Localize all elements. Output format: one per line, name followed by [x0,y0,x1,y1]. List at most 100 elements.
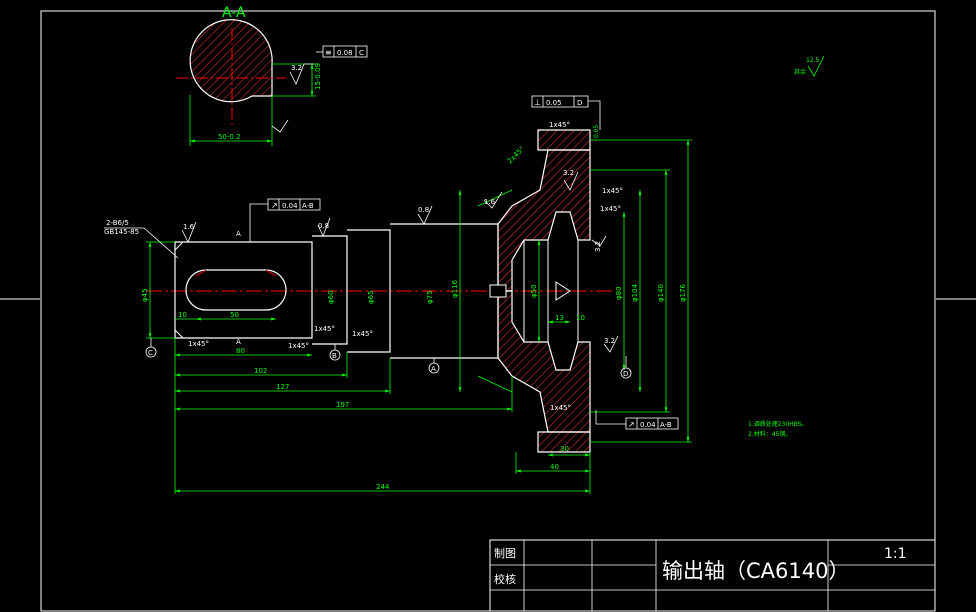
shaft-segment-1-chamfer [174,241,184,339]
dimensions: 80 102 127 197 244 50 10 40 30 13 10 φ45… [104,121,692,494]
dim-dia65: φ65 [367,290,375,304]
rough-sym-5 [483,191,503,209]
rough-2: 0.8 [318,222,329,230]
rough-1: 1.6 [183,223,195,231]
dim-dia116: φ116 [451,279,459,298]
tol-top-symbol: ⊥ [534,98,541,107]
rough-sym-7 [591,235,607,247]
section-rough-symbol [289,63,314,85]
tol-frame-top [531,95,589,108]
section-mark-a-bottom: A [236,338,241,346]
rough-sym-6 [603,335,619,353]
rough-4: 0.8 [418,206,429,214]
keyway-dash [195,269,277,277]
chamfer-2: 1x45° [288,342,309,350]
keyway-slot [185,269,287,311]
dim-10b: 10 [576,314,585,322]
section-rough-text: 3.2 [291,64,302,72]
shaft-segment-2 [312,235,348,345]
dim-dia104: φ104 [631,283,639,302]
rough-8: 12.5 [806,57,820,64]
datum-d: D [623,370,628,378]
rough-sym-2 [317,217,331,238]
dim-dia80: φ80 [615,286,623,300]
shaft-view [146,129,612,453]
rough-remaining: 其余 [794,68,806,76]
dim-13: 13 [555,314,564,322]
tol-shaft-leader [249,203,268,242]
chamfer-3: 1x45° [314,325,335,333]
dim-30: 30 [560,445,569,453]
section-view: A-A 50-0.2 15-0.09 0.08 C ≡ 3.2 [176,5,368,146]
tb-checked: 校核 [494,572,516,586]
spline-text: 2-B6/5 [106,219,129,227]
dim-10: 10 [178,311,187,319]
slope-text: 2x45° [506,145,527,166]
tol-gear-symbol: ↗ [628,420,635,429]
tol-gear-value: 0.04 [640,421,656,429]
section-tol-symbol: ≡ [325,48,332,57]
dim-dia75: φ75 [426,290,434,304]
datum-b: B [332,352,337,360]
tol-gear-leader [595,410,626,425]
dim-50: 50 [230,311,239,319]
spline-leader [104,227,179,259]
dim-dia50: φ50 [530,284,538,298]
tol-shaft-value: 0.04 [282,202,298,210]
tb-outer [489,539,936,612]
section-depth-text: 15-0.09 [314,63,322,90]
dim-dia45: φ45 [141,288,149,302]
tol-top-note: 0.05 [593,124,600,138]
tol-top-datum: D [577,99,582,107]
tol-top-value: 0.05 [546,99,562,107]
shaft-segment-1 [174,241,313,339]
chamfer-5: 1x45° [549,121,570,129]
section-tol-value: 0.08 [337,49,353,57]
chamfer-4: 1x45° [352,330,373,338]
tb-part-name: 输出轴（CA6140） [662,559,849,583]
dim-197: 197 [336,401,349,409]
chamfer-8: 1x45° [550,404,571,412]
datum-a: A [431,365,436,373]
gear-tooth-top [537,129,591,151]
chamfer-6: 1x45° [602,187,623,195]
dim-244: 244 [376,483,390,491]
chamfer-1: 1x45° [188,340,209,348]
dim-dia140: φ140 [657,284,665,302]
tol-shaft-symbol: ↗ [271,201,278,210]
section-title: A-A [222,5,246,21]
thread-text: GB145-85 [104,228,139,236]
tol-frame-shaft [267,198,321,211]
section-mark-a-top: A [236,230,241,238]
tb-drawn: 制图 [494,547,516,560]
rough-5: 1.6 [484,198,496,206]
drawing-border [40,10,936,612]
flange-upper [497,149,591,292]
taper-arrow [555,281,571,301]
rough-sym-3 [417,205,433,225]
rough-sym-1 [181,221,197,243]
roughness-symbols: 1.6 0.8 0.8 3.2 1.6 3.2 3.2 12.5 其余 [181,55,825,353]
dim-dia60: φ60 [327,290,335,304]
small-hole [489,284,507,298]
tol-frame-gear [625,417,679,430]
rough-3: 3.2 [563,169,574,177]
dim-102: 102 [254,367,267,375]
datum-symbols: C B A D A A [145,230,632,379]
dim-40: 40 [550,463,559,471]
datum-c: C [148,349,153,357]
tol-shaft-datum: A-B [302,202,314,210]
tb-scale: 1:1 [884,546,907,562]
tol-gear-datum: A-B [660,421,672,429]
note-1: 1.调质处理230HBS。 [748,420,808,428]
rough-sym-4 [563,171,579,191]
tolerance-frames: ↗ 0.04 A-B ⊥ 0.05 D 0.05 ↗ 0.04 A-B [249,95,679,430]
dim-80: 80 [236,347,245,355]
dim-127: 127 [276,383,289,391]
chamfer-7: 1x45° [600,205,621,213]
shaft-segment-3 [347,229,391,353]
rough-6: 3.2 [604,337,615,345]
section-tol-datum: C [359,49,364,57]
rough-7: 3.2 [594,241,602,252]
